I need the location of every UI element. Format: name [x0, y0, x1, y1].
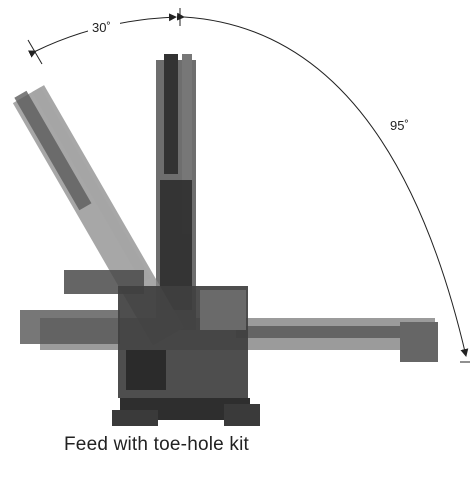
arc-95-degree	[176, 12, 469, 357]
tick-left	[27, 39, 43, 65]
angle-label-30: 30˚	[92, 20, 111, 35]
drill-rig-illustration	[12, 54, 438, 426]
caption: Feed with toe-hole kit	[64, 434, 249, 455]
feed-vertical	[156, 54, 196, 330]
angle-label-95: 95˚	[390, 118, 409, 133]
boom-base	[112, 286, 260, 426]
